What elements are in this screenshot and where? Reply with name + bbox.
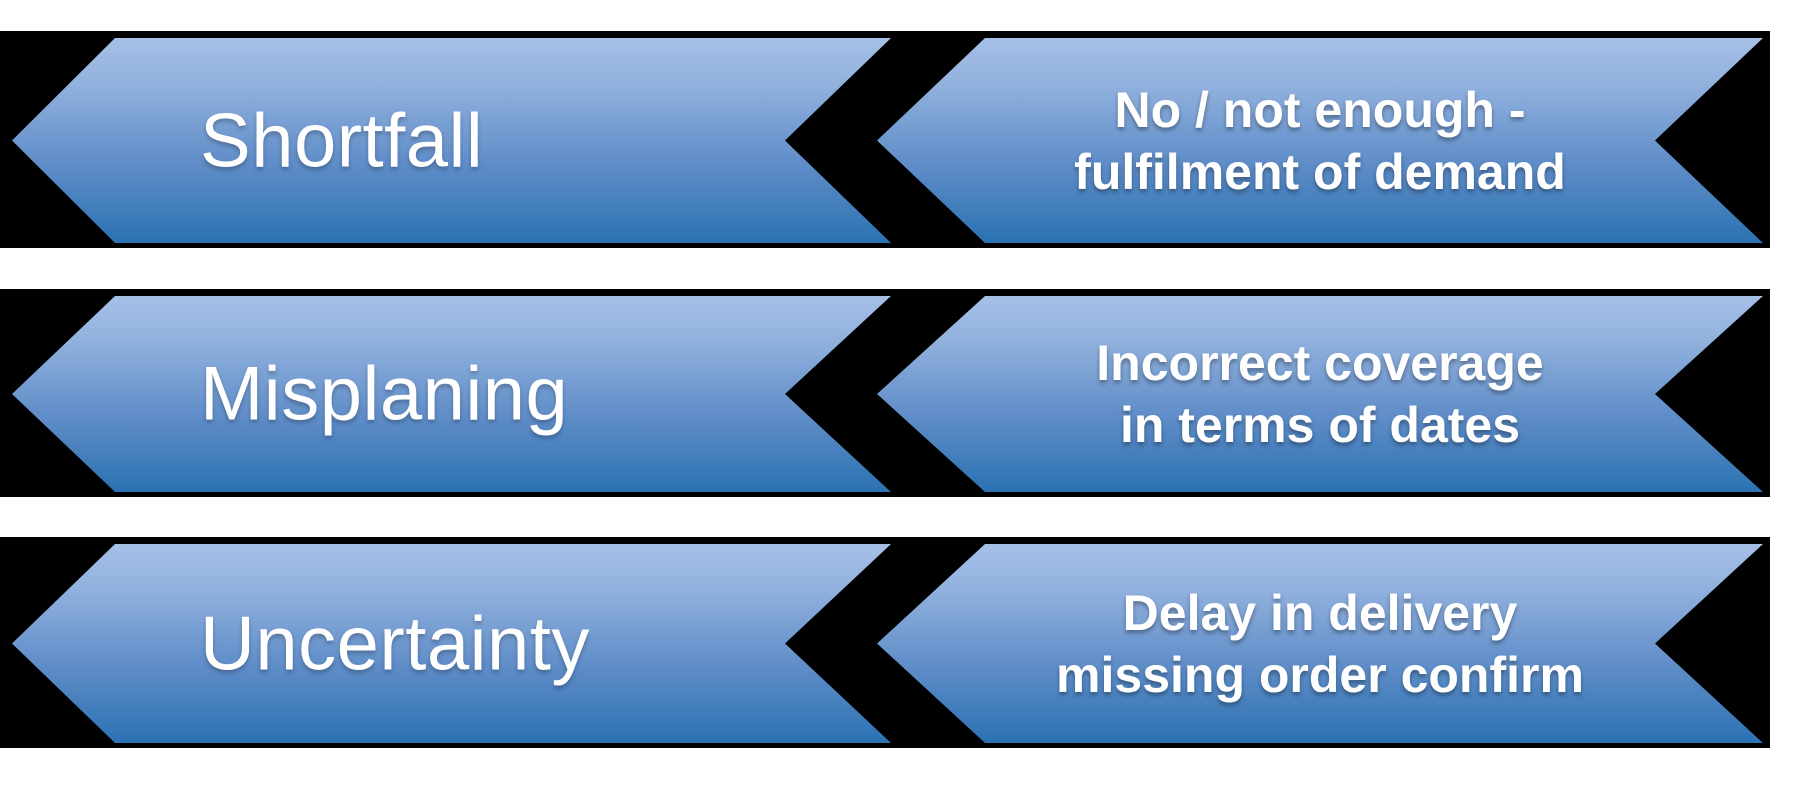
description-arrow-shortfall: No / not enough - fulfilment of demand	[877, 38, 1763, 243]
row-band-misplaning: Misplaning Incorrect coverage in terms o…	[0, 289, 1770, 497]
row-label: Misplaning	[200, 351, 569, 437]
row-band-uncertainty: Uncertainty Delay in delivery missing or…	[0, 537, 1770, 748]
description-line-2: fulfilment of demand	[1074, 143, 1566, 200]
label-arrow-shortfall: Shortfall	[12, 38, 891, 243]
description-line-2: missing order confirm	[1056, 646, 1584, 703]
row-description: Delay in delivery missing order confirm	[877, 582, 1763, 706]
row-description: No / not enough - fulfilment of demand	[877, 79, 1763, 203]
description-line-2: in terms of dates	[1119, 397, 1521, 453]
row-band-shortfall: Shortfall No / not enough - fulfilment o…	[0, 31, 1770, 248]
row-label: Uncertainty	[200, 601, 590, 686]
description-arrow-uncertainty: Delay in delivery missing order confirm	[877, 544, 1763, 743]
row-description: Incorrect coverage in terms of dates	[877, 332, 1763, 456]
row-label: Shortfall	[200, 98, 484, 183]
description-line-1: Delay in delivery	[1122, 584, 1518, 641]
label-arrow-misplaning: Misplaning	[12, 296, 891, 492]
description-line-1: No / not enough -	[1114, 81, 1526, 138]
label-arrow-uncertainty: Uncertainty	[12, 544, 891, 743]
description-arrow-misplaning: Incorrect coverage in terms of dates	[877, 296, 1763, 492]
description-line-1: Incorrect coverage	[1096, 335, 1544, 391]
